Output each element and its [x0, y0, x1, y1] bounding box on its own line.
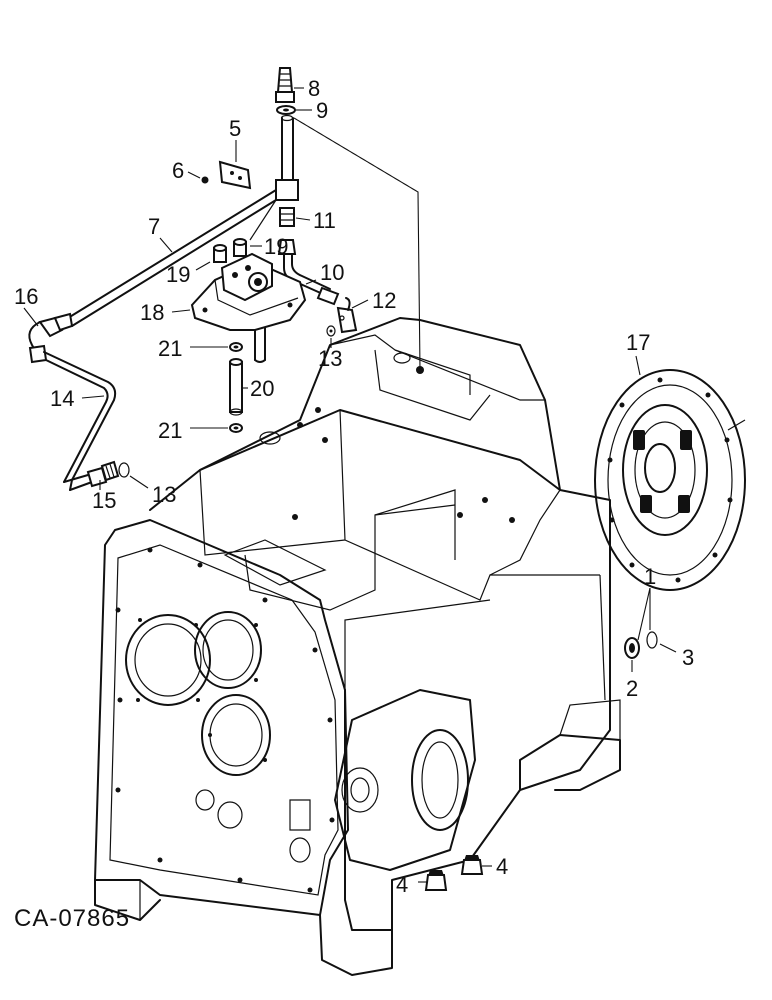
callout-7: 7 — [148, 214, 160, 239]
callout-20: 20 — [250, 376, 274, 401]
callout-21b: 21 — [158, 418, 182, 443]
callout-2: 2 — [626, 676, 638, 701]
callout-21a: 21 — [158, 336, 182, 361]
oil-seal — [624, 637, 640, 659]
valve-screw-left — [213, 244, 227, 263]
o-ring-lower — [118, 462, 130, 478]
callout-16: 16 — [14, 284, 38, 309]
figure-id: CA-07865 — [14, 905, 130, 932]
o-ring-valve-upper — [229, 342, 243, 352]
callout-13b: 13 — [152, 482, 176, 507]
callout-15: 15 — [92, 488, 116, 513]
callout-3: 3 — [682, 645, 694, 670]
transmission-housing — [94, 317, 621, 976]
callout-6: 6 — [172, 158, 184, 183]
callout-11: 11 — [313, 208, 336, 233]
sealing-washer — [276, 105, 296, 115]
callout-12: 12 — [372, 288, 396, 313]
drive-plate — [594, 369, 746, 591]
o-ring-upper — [326, 325, 336, 337]
snap-ring — [646, 631, 658, 649]
drain-plug-left — [424, 870, 448, 891]
callout-10: 10 — [320, 260, 344, 285]
elbow-fitting — [336, 297, 358, 334]
callout-5: 5 — [229, 116, 241, 141]
callout-19a: 19 — [264, 234, 288, 259]
callout-4b: 4 — [496, 854, 508, 879]
connector-fitting — [275, 67, 295, 103]
callout-13a: 13 — [318, 346, 342, 371]
elbow-fitting-left — [28, 312, 74, 364]
tee-block — [275, 114, 299, 201]
callout-4a: 4 — [396, 872, 408, 897]
adapter-fitting — [86, 460, 120, 488]
valve-body — [190, 252, 307, 363]
tee-fitting — [277, 207, 297, 255]
callout-1: 1 — [644, 564, 656, 589]
callout-17: 17 — [626, 330, 650, 355]
callout-18: 18 — [140, 300, 164, 325]
oil-tube-upper — [67, 189, 277, 327]
sleeve — [229, 358, 243, 416]
callout-14: 14 — [50, 386, 74, 411]
clip-nut — [201, 176, 209, 184]
clip-bracket — [218, 160, 252, 190]
callout-9: 9 — [316, 98, 328, 123]
valve-screw-right — [233, 238, 247, 257]
leader-lines — [23, 87, 677, 883]
callout-19b: 19 — [166, 262, 190, 287]
callout-8: 8 — [308, 76, 320, 101]
oil-tube-lower — [43, 351, 117, 491]
o-ring-valve-lower — [229, 423, 243, 433]
drain-plug-right — [460, 855, 484, 875]
